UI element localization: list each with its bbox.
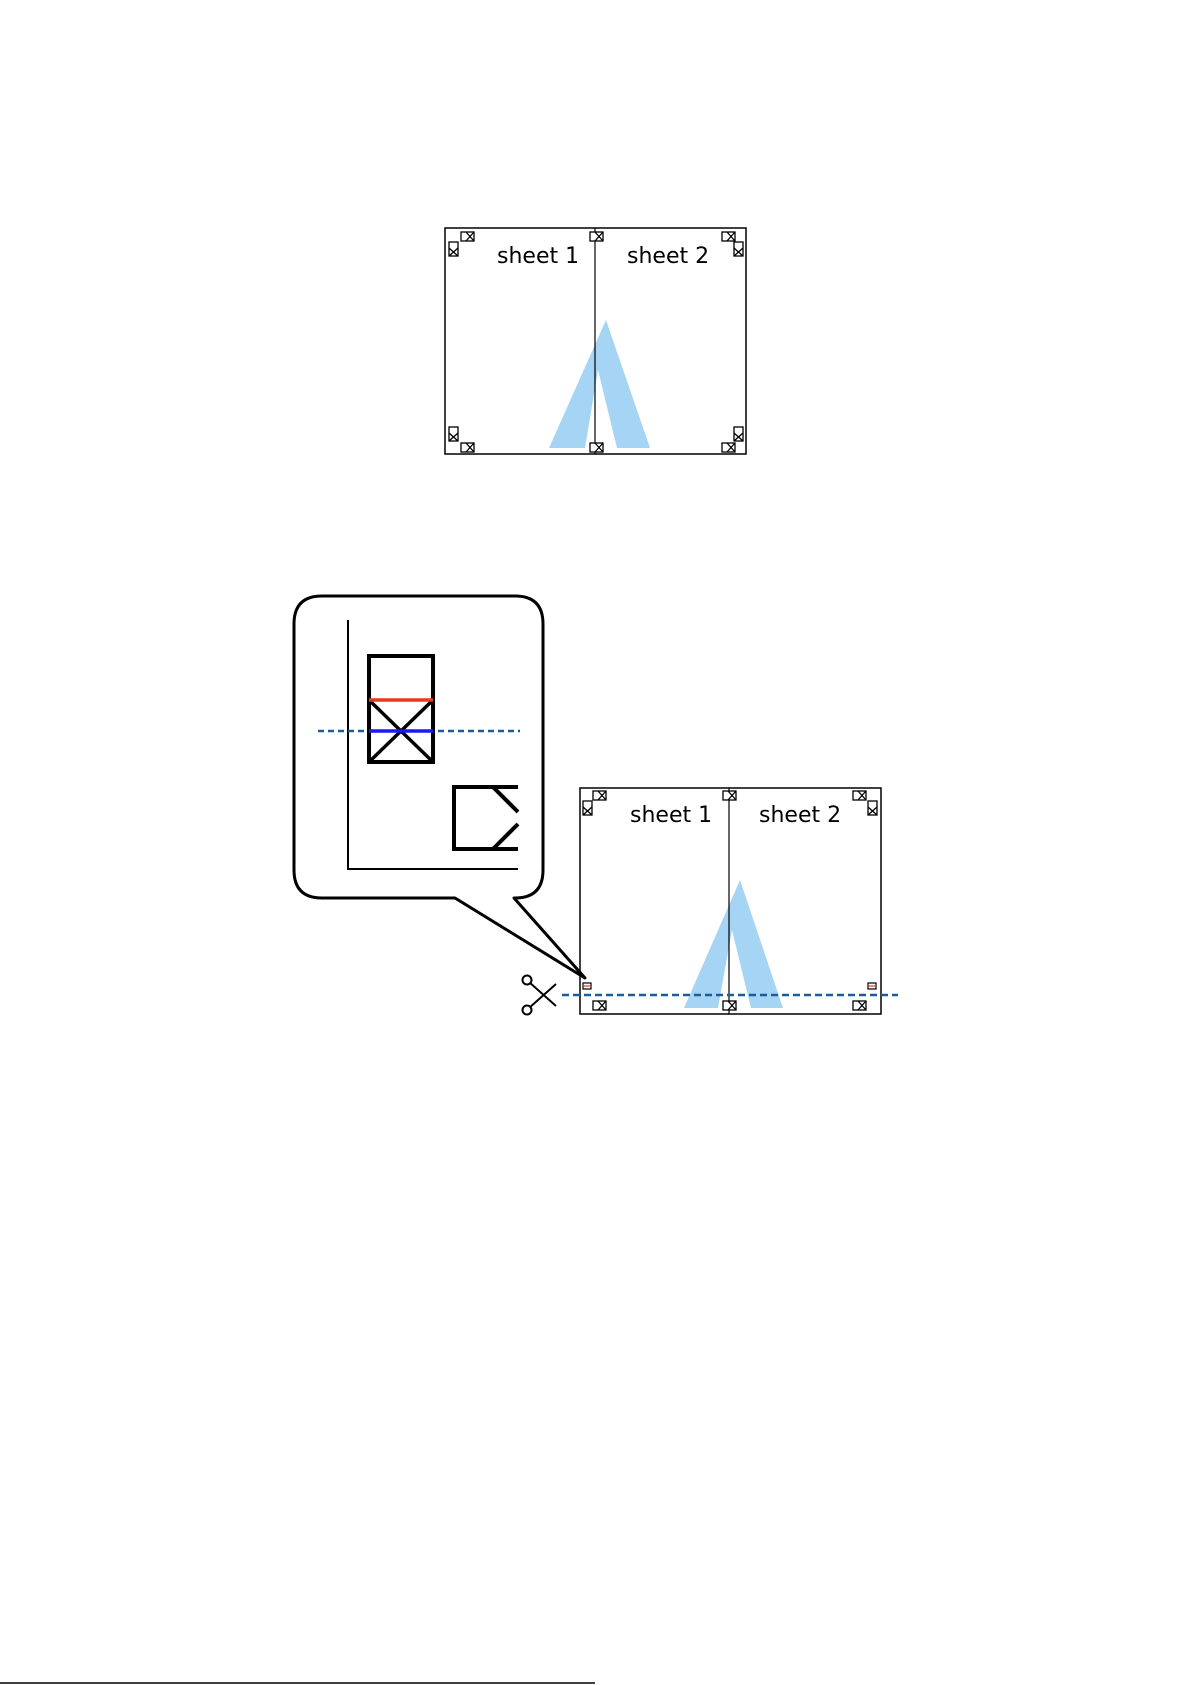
figure-joined-sheets: sheet 1 sheet 2 (445, 228, 746, 454)
registration-mark (593, 791, 606, 800)
registration-mark (461, 232, 474, 241)
registration-mark (590, 443, 603, 452)
registration-mark (734, 242, 743, 256)
sheet-1-label: sheet 1 (497, 244, 579, 269)
callout-bubble (294, 596, 585, 978)
sheet-2-label: sheet 2 (759, 803, 841, 828)
registration-mark (583, 801, 592, 815)
registration-mark (853, 1001, 866, 1010)
registration-mark (722, 232, 735, 241)
figure-cut-sheets: sheet 1 sheet 2 (523, 788, 899, 1015)
registration-mark (461, 443, 474, 452)
registration-mark (723, 791, 736, 800)
registration-mark (734, 427, 743, 441)
registration-mark (593, 1001, 606, 1010)
registration-mark (590, 232, 603, 241)
sheet-2-label: sheet 2 (627, 244, 709, 269)
scissors-icon (523, 976, 557, 1015)
sheet-1-label: sheet 1 (630, 803, 712, 828)
registration-mark (853, 791, 866, 800)
zoom-callout (294, 596, 585, 978)
registration-mark (449, 427, 458, 441)
registration-mark-magnified (369, 656, 433, 762)
registration-mark (868, 801, 877, 815)
registration-mark (723, 1001, 736, 1010)
registration-mark (722, 443, 735, 452)
registration-mark (449, 242, 458, 256)
